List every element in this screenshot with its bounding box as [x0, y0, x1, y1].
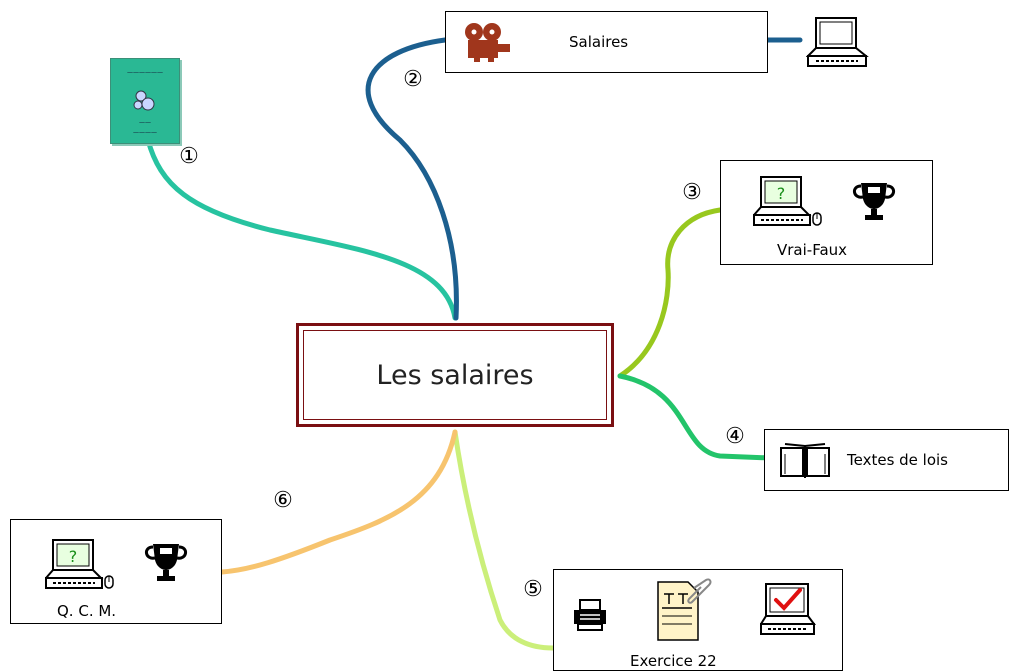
branch-number-1: ①: [179, 144, 199, 169]
salaires-label: Salaires: [569, 33, 629, 51]
branch-number-6: ⑥: [273, 488, 293, 513]
link-branch-5: [452, 429, 556, 651]
computer-checkmark-icon: [760, 583, 816, 635]
center-node-inner-border: [303, 330, 607, 420]
quiz-computer-mouse-icon: ?: [753, 176, 822, 226]
branch-number-5: ⑤: [523, 577, 543, 602]
book-cover-scribble: ——————: [127, 69, 163, 76]
trophy-icon: [145, 544, 187, 581]
textes-de-lois-label: Textes de lois: [847, 451, 948, 469]
svg-text:?: ?: [69, 547, 78, 566]
quiz-computer-mouse-icon: ?: [45, 539, 114, 589]
qcm-node[interactable]: ? Q. C. M.: [10, 519, 222, 624]
link-branch-1: [145, 137, 458, 321]
salaires-node[interactable]: Salaires: [445, 11, 768, 73]
branch-number-2: ②: [403, 67, 423, 92]
qcm-label: Q. C. M.: [57, 602, 117, 620]
branch-number-4: ④: [725, 424, 745, 449]
svg-text:?: ?: [777, 184, 786, 203]
document-paperclip-icon: [657, 578, 712, 641]
vrai-faux-node[interactable]: ? Vrai-Faux: [720, 160, 933, 265]
film-projector-icon: [465, 23, 510, 62]
exercice-22-node[interactable]: Exercice 22: [553, 569, 843, 671]
exercice-22-label: Exercice 22: [630, 652, 717, 670]
book-cover-scribble: ————: [133, 129, 157, 136]
book-cover-people-icon: [133, 90, 155, 111]
textes-de-lois-node[interactable]: Textes de lois: [764, 429, 1009, 491]
trophy-icon: [853, 183, 895, 220]
computer-icon[interactable]: [806, 16, 870, 72]
open-book-icon: [780, 443, 830, 478]
book-cover-scribble: ——: [139, 119, 151, 126]
link-branch-3: [617, 207, 723, 379]
vrai-faux-label: Vrai-Faux: [777, 241, 848, 259]
link-branch-4: [617, 373, 773, 461]
center-title: Les salaires: [376, 360, 534, 391]
book-cover-icon[interactable]: —————— —— ————: [110, 58, 180, 144]
center-node[interactable]: Les salaires: [296, 323, 614, 427]
printer-icon: [574, 599, 606, 631]
link-branch-6: [219, 429, 458, 575]
link-branch-2: [365, 37, 459, 321]
branch-number-3: ③: [682, 180, 702, 205]
